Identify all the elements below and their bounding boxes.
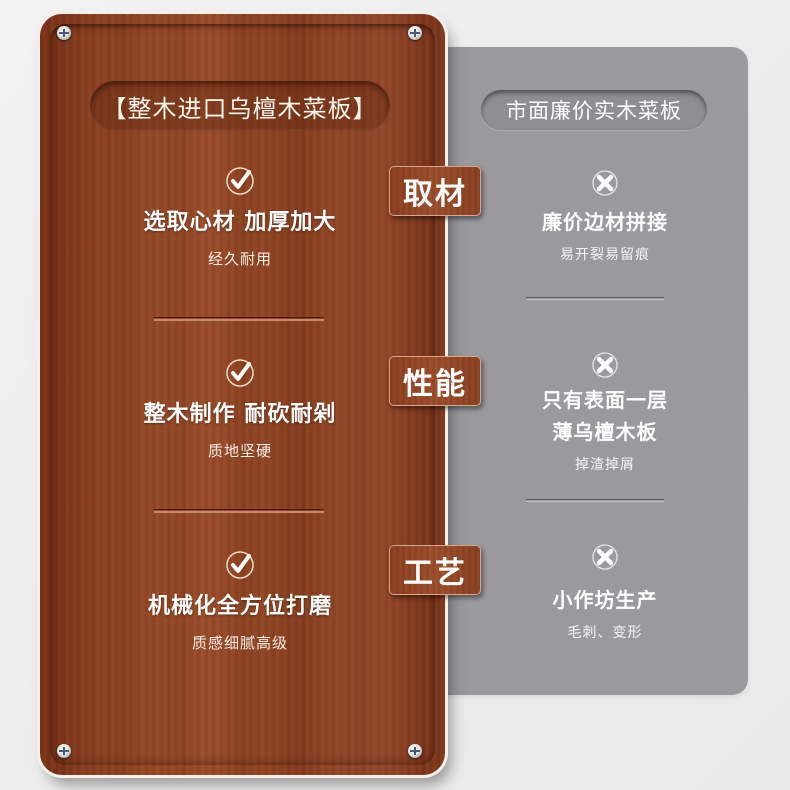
check-icon (226, 167, 254, 195)
check-icon (226, 551, 254, 579)
divider (526, 297, 664, 300)
feature-subtitle: 质地坚硬 (207, 442, 272, 460)
product-heading: 【整木进口乌檀木菜板】 (90, 81, 390, 131)
cross-icon (592, 170, 618, 196)
feature-title: 选取心材 加厚加大 (143, 210, 337, 235)
feature-title: 廉价边材拼接 (542, 210, 668, 234)
cross-icon (592, 544, 618, 570)
feature-title-line: 薄乌檀木板 (552, 420, 658, 444)
comparison-panel-wood-board (40, 14, 445, 775)
screw-icon (408, 744, 422, 758)
tag-material: 取材 (389, 166, 481, 216)
tag-craft: 工艺 (389, 545, 481, 595)
check-icon (226, 359, 254, 387)
divider (154, 317, 324, 321)
divider (526, 499, 664, 502)
feature-title: 整木制作 耐砍耐剁 (143, 402, 337, 427)
market-feature-material: 廉价边材拼接 易开裂易留痕 (480, 168, 730, 264)
screw-icon (57, 744, 71, 758)
feature-subtitle: 经久耐用 (207, 250, 272, 268)
market-feature-craft: 小作坊生产 毛刺、变形 (480, 542, 730, 642)
product-feature-craft: 机械化全方位打磨 质感细腻高级 (80, 550, 400, 653)
market-heading: 市面廉价实木菜板 (481, 90, 707, 130)
feature-subtitle: 易开裂易留痕 (560, 247, 650, 263)
feature-subtitle: 掉渣掉屑 (575, 457, 635, 473)
divider (154, 509, 324, 513)
feature-subtitle: 质感细腻高级 (191, 634, 288, 652)
screw-icon (408, 26, 422, 40)
feature-title: 小作坊生产 (552, 588, 658, 612)
product-feature-material: 选取心材 加厚加大 经久耐用 (80, 166, 400, 269)
feature-title-line: 只有表面一层 (542, 388, 668, 412)
tag-performance: 性能 (389, 356, 481, 406)
product-feature-performance: 整木制作 耐砍耐剁 质地坚硬 (80, 358, 400, 461)
cross-icon (592, 352, 618, 378)
market-feature-performance: 只有表面一层 薄乌檀木板 掉渣掉屑 (480, 350, 730, 474)
screw-icon (57, 26, 71, 40)
feature-title: 机械化全方位打磨 (147, 594, 332, 619)
feature-subtitle: 毛刺、变形 (567, 625, 643, 641)
